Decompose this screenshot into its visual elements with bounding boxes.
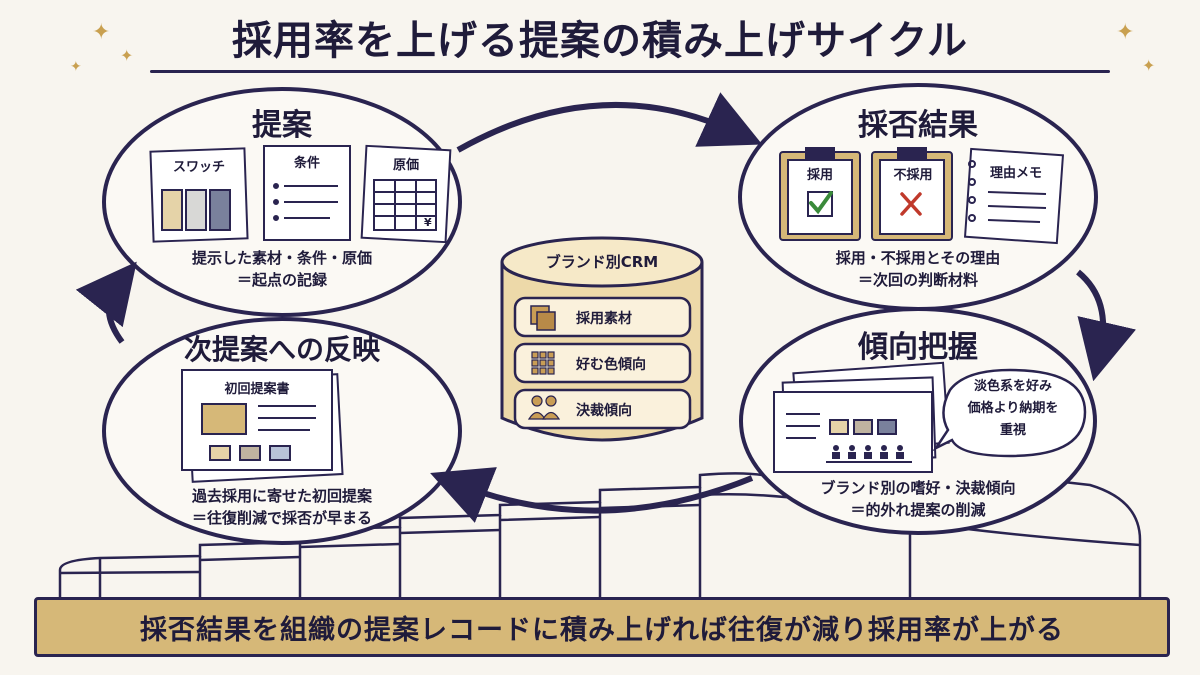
arrow-next-to-proposal [75,261,137,344]
next-heading: 次提案への反映 [183,333,380,366]
sparkle-icon: ✦ [70,59,82,75]
cross-mark-icon [900,192,922,216]
result-caption-line1: 採用・不採用とその理由 [835,249,1001,267]
title-underline [150,70,1110,73]
swatch-card [149,147,249,243]
trend-heading: 傾向把握 [858,330,978,365]
bubble-line2: 価格より納期を [967,401,1059,416]
adopted-clipboard [779,147,861,241]
color-grid-icon [531,351,555,375]
check-mark-icon [809,191,833,215]
sparkle-icon: ✦ [1116,20,1135,45]
swatch-card-label: スワッチ [172,160,225,175]
yen-symbol: ¥ [424,216,432,229]
crm-row-adopted-materials: 採用素材 [576,311,632,327]
people-row-icon [832,445,904,459]
bubble-line3: 重視 [999,423,1026,438]
conditions-card [263,145,351,241]
page-title: 採用率を上げる提案の積み上げサイクル [232,18,968,64]
reason-memo-notebook [963,147,1065,245]
brand-sheets-stack [773,361,950,473]
sparkle-icon: ✦ [92,20,111,45]
people-icon [527,395,561,420]
trend-caption-line1: ブランド別の嗜好・決裁傾向 [820,479,1016,497]
speech-bubble [932,368,1087,458]
cost-card [360,144,452,244]
rejected-clipboard [871,147,953,241]
next-caption-line1: 過去採用に寄せた初回提案 [191,487,372,505]
crm-row-color-preference: 好む色傾向 [576,357,646,373]
summary-banner-text: 採否結果を組織の提案レコードに積み上げれば往復が減り採用率が上がる [140,614,1064,646]
bubble-line1: 淡色系を好み [973,379,1052,394]
adopted-label: 採用 [806,168,833,183]
crm-title: ブランド別CRM [545,253,659,271]
first-proposal-doc-title: 初回提案書 [224,382,290,397]
arrow-result-to-trend [1076,269,1136,382]
crm-row-decision-trend: 決裁傾向 [576,403,632,419]
summary-banner: 採否結果を組織の提案レコードに積み上げれば往復が減り採用率が上がる [34,597,1170,657]
trend-caption-line2: ＝的外れ提案の削減 [850,501,986,519]
proposal-caption-line2: ＝起点の記録 [236,271,327,289]
first-proposal-doc [181,369,344,483]
conditions-card-label: 条件 [293,156,320,171]
sparkle-icon: ✦ [1142,56,1156,75]
rejected-label: 不採用 [893,168,933,183]
proposal-caption-line1: 提示した素材・条件・原価 [191,249,372,267]
proposal-heading: 提案 [252,108,312,143]
arrow-trend-to-next [430,467,754,523]
material-icon [530,305,556,331]
next-caption-line2: ＝往復削減で採否が早まる [191,509,372,527]
cost-card-label: 原価 [392,158,419,173]
arrow-proposal-to-result [456,92,763,153]
reason-memo-label: 理由メモ [989,166,1042,181]
result-caption-line2: ＝次回の判断材料 [857,271,978,289]
sparkle-icon: ✦ [120,46,134,65]
result-heading: 採否結果 [858,108,978,143]
